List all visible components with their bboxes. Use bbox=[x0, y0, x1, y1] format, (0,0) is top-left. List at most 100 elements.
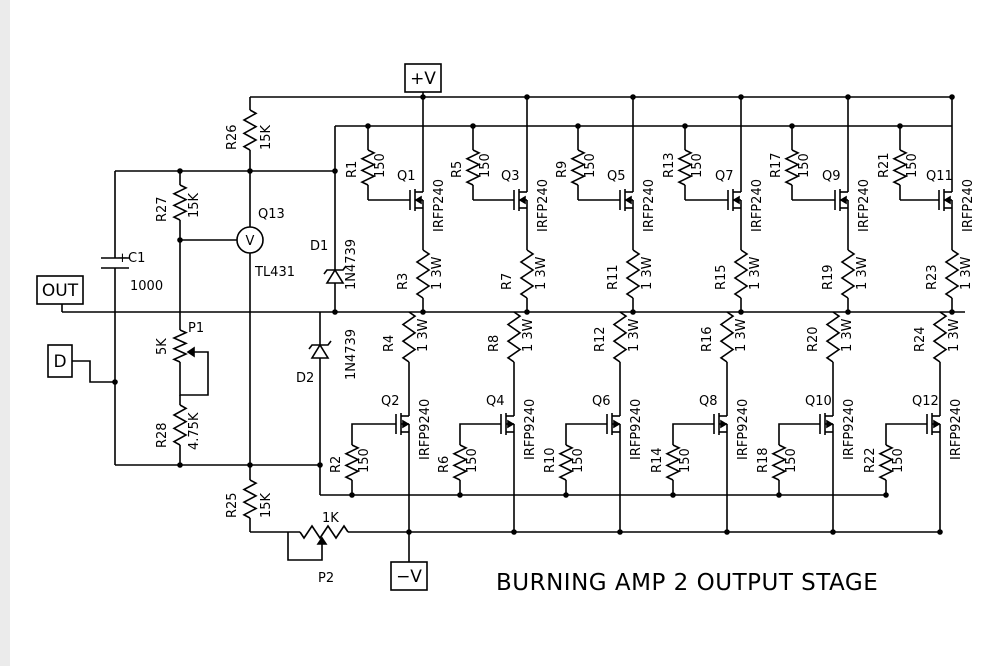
junction-dot bbox=[524, 309, 530, 315]
r28-ref: R28 bbox=[155, 422, 170, 448]
gate-resistor bbox=[677, 149, 693, 186]
junction-dot bbox=[738, 309, 744, 315]
gate-resistor bbox=[465, 149, 481, 186]
gate-resistor bbox=[878, 444, 894, 481]
p2-wiper-link bbox=[287, 532, 323, 561]
source-resistor bbox=[415, 249, 431, 299]
arrow bbox=[414, 195, 422, 205]
p2-ref: P2 bbox=[318, 571, 334, 586]
gate-resistor-value: 150 bbox=[690, 153, 705, 178]
junction-dot bbox=[511, 529, 517, 535]
transistor-part: IRFP9240 bbox=[629, 399, 644, 460]
transistor-ref: Q6 bbox=[592, 394, 611, 409]
source-resistor-value: 1 3W bbox=[855, 256, 870, 290]
c1-polarity: + bbox=[117, 251, 128, 266]
junction-dot bbox=[617, 529, 623, 535]
transistor-part: IRFP240 bbox=[750, 179, 765, 232]
p2-wiper-arrow bbox=[316, 536, 328, 545]
n-mosfet bbox=[578, 97, 634, 250]
vminus-label: −V bbox=[396, 567, 422, 587]
gate-resistor-value: 150 bbox=[678, 448, 693, 473]
d1-ref: D1 bbox=[310, 239, 328, 254]
arrow bbox=[839, 195, 847, 205]
gate-resistor-ref: R13 bbox=[662, 152, 677, 178]
r25-value: 15K bbox=[259, 492, 274, 518]
schematic-sheet bbox=[10, 0, 1000, 666]
p1-wiper-arrow bbox=[186, 346, 195, 358]
r28-resistor bbox=[172, 404, 188, 446]
junction-dot bbox=[349, 492, 355, 498]
p1-potentiometer bbox=[172, 329, 188, 363]
source-resistor bbox=[840, 249, 856, 299]
gate-resistor-value: 150 bbox=[571, 448, 586, 473]
gate-resistor-ref: R22 bbox=[863, 447, 878, 473]
gate-resistor bbox=[452, 444, 468, 481]
source-resistor-value: 1 3W bbox=[840, 318, 855, 352]
source-resistor-value: 1 3W bbox=[534, 256, 549, 290]
junction-dot bbox=[897, 123, 903, 129]
gate-resistor-value: 150 bbox=[891, 448, 906, 473]
source-resistor-value: 1 3W bbox=[416, 318, 431, 352]
d-label: D bbox=[53, 352, 66, 372]
source-resistor-value: 1 3W bbox=[640, 256, 655, 290]
transistor-part: IRFP9240 bbox=[736, 399, 751, 460]
p-mosfet bbox=[906, 362, 941, 532]
source-resistor-ref: R16 bbox=[700, 326, 715, 352]
gate-resistor bbox=[360, 149, 376, 186]
junction-dot bbox=[406, 529, 412, 535]
p-mosfet bbox=[586, 362, 621, 532]
transistor-part: IRFP9240 bbox=[523, 399, 538, 460]
source-resistor-value: 1 3W bbox=[521, 318, 536, 352]
q13-symbol: V bbox=[246, 234, 255, 249]
out-label: OUT bbox=[42, 281, 79, 301]
transistor-part: IRFP9240 bbox=[418, 399, 433, 460]
gate-resistor bbox=[570, 149, 586, 186]
transistor-ref: Q1 bbox=[397, 169, 416, 184]
junction-dot bbox=[332, 309, 338, 315]
p2-potentiometer bbox=[299, 524, 349, 540]
junction-dots bbox=[112, 94, 955, 535]
p-mosfet bbox=[372, 362, 410, 532]
junction-dot bbox=[112, 379, 118, 385]
source-resistor-ref: R7 bbox=[500, 273, 515, 290]
junction-dot bbox=[937, 529, 943, 535]
arrow bbox=[732, 195, 740, 205]
diode-body bbox=[310, 343, 330, 359]
n-mosfet bbox=[473, 97, 528, 250]
junction-dot bbox=[177, 237, 183, 243]
gate-resistor bbox=[892, 149, 908, 186]
source-resistor-ref: R19 bbox=[821, 264, 836, 290]
d2-part: 1N4739 bbox=[344, 329, 359, 380]
r27-value: 15K bbox=[187, 192, 202, 218]
arrow bbox=[402, 419, 410, 429]
source-resistor-ref: R8 bbox=[487, 335, 502, 352]
q13-reference bbox=[236, 226, 264, 254]
wire bbox=[672, 423, 693, 445]
junction-dot bbox=[317, 462, 323, 468]
source-resistor bbox=[625, 249, 641, 299]
junction-dot bbox=[738, 94, 744, 100]
gate-resistor-value: 150 bbox=[373, 153, 388, 178]
junction-dot bbox=[776, 492, 782, 498]
transistor-part: IRFP240 bbox=[961, 179, 976, 232]
transistor-part: IRFP9240 bbox=[842, 399, 857, 460]
n-mosfet bbox=[900, 97, 953, 250]
source-resistor bbox=[519, 249, 535, 299]
r28-value: 4.75K bbox=[187, 412, 202, 450]
source-resistor bbox=[932, 311, 948, 363]
source-resistor bbox=[825, 311, 841, 363]
junction-dot bbox=[682, 123, 688, 129]
junction-dot bbox=[575, 123, 581, 129]
junction-dot bbox=[470, 123, 476, 129]
source-resistor-ref: R4 bbox=[382, 335, 397, 352]
wire bbox=[351, 423, 372, 445]
zener-bar bbox=[308, 340, 332, 350]
vplus-label: +V bbox=[410, 69, 436, 89]
r27-resistor bbox=[172, 184, 188, 221]
q13-part: TL431 bbox=[254, 265, 295, 280]
junction-dot bbox=[845, 309, 851, 315]
source-resistor bbox=[719, 311, 735, 363]
gate-resistor-ref: R1 bbox=[345, 161, 360, 178]
source-resistor bbox=[506, 311, 522, 363]
c1-value: 1000 bbox=[130, 279, 163, 294]
